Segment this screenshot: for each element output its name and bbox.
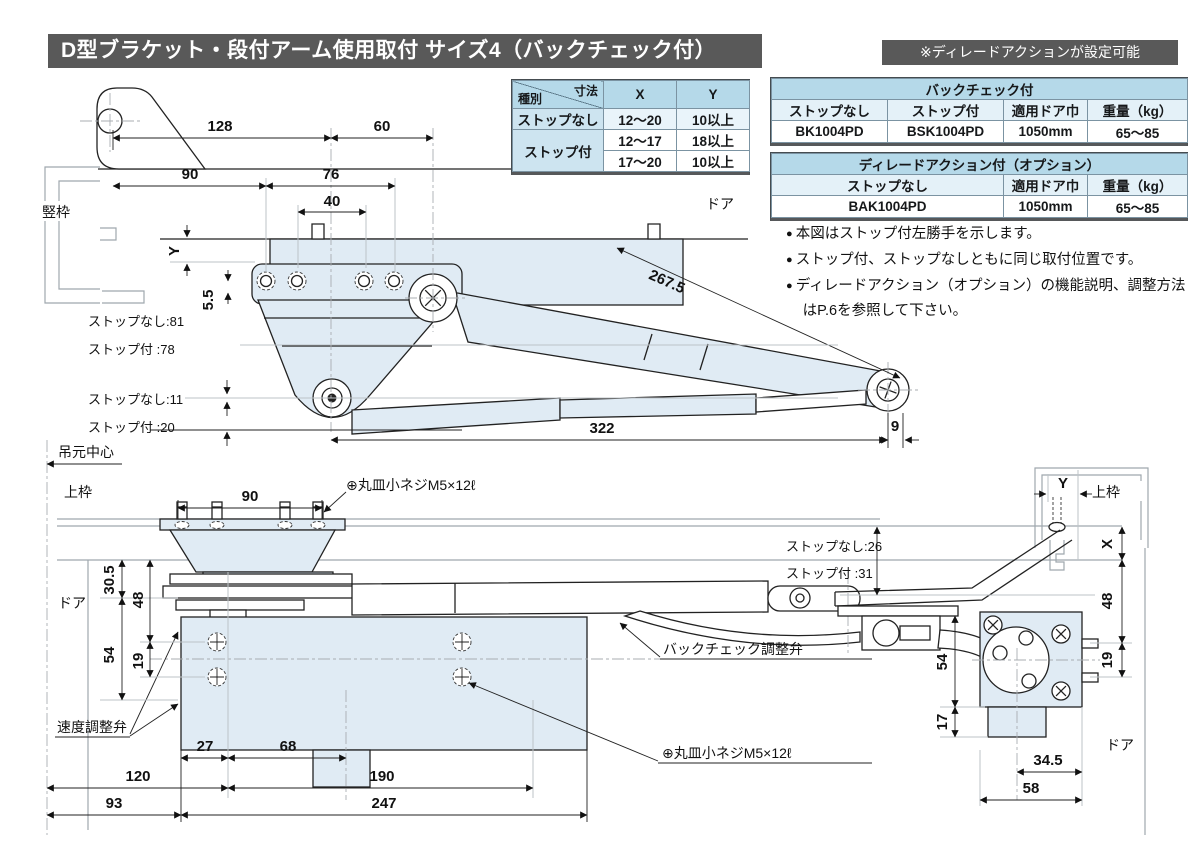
plan-dim-76: 76 [323,166,340,183]
side-dim-48: 48 [1099,593,1116,610]
backcheck-valve-label: バックチェック調整弁 [663,641,803,657]
note-item: ストップ付、ストップなしともに同じ取付位置です。 [786,248,1192,274]
delayed-header: ストップなし [771,174,1004,196]
side-dim-X: X [1099,539,1116,549]
delayed-table-title: ディレードアクション付（オプション） [771,153,1188,175]
side-dim-58: 58 [1023,780,1040,797]
size-row-label: ストップ付 [512,129,604,172]
front-dim-90: 90 [242,488,259,505]
plan-dim-9: 9 [891,418,899,435]
backcheck-table: バックチェック付 ストップなし ストップ付 適用ドア巾 重量（kg） BK100… [770,77,1188,146]
page-title: D型ブラケット・段付アーム使用取付 サイズ4（バックチェック付） [48,34,762,68]
size-cell: 10以上 [676,108,750,130]
hinge-center-label: 吊元中心 [58,444,114,460]
backcheck-value: BSK1004PD [887,120,1004,143]
size-cell: 18以上 [676,129,750,151]
side-dim-34-5: 34.5 [1033,752,1062,769]
plan-stop-with-mid: ストップ付 :20 [88,420,175,435]
note-item: 本図はストップ付左勝手を示します。 [786,222,1192,248]
front-frame-label: 上枠 [64,484,92,500]
plan-dim-40: 40 [324,193,341,210]
front-dim-120: 120 [125,768,150,785]
front-screw-label-top: ⊕丸皿小ネジM5×12ℓ [346,477,476,493]
front-dim-68: 68 [280,738,297,755]
plan-dim-128: 128 [207,118,232,135]
size-table-corner-top: 寸法 [573,84,598,98]
size-table: 寸法 種別 X Y ストップなし 12〜20 10以上 ストップ付 12〜17 … [511,79,750,175]
backcheck-header: ストップ付 [887,99,1004,121]
side-dim-19: 19 [1099,652,1116,669]
front-dim-30-5: 30.5 [101,565,118,594]
delayed-header: 重量（kg） [1087,174,1188,196]
delayed-action-table: ディレードアクション付（オプション） ストップなし 適用ドア巾 重量（kg） B… [770,152,1188,221]
front-screw-label-bottom: ⊕丸皿小ネジM5×12ℓ [662,745,792,761]
size-cell: 17〜20 [603,150,677,172]
front-door-label: ドア [58,595,86,611]
backcheck-value: 65〜85 [1087,120,1188,143]
side-dim-54: 54 [934,653,951,670]
header-note: ※ディレードアクションが設定可能 [882,40,1178,65]
front-dim-48: 48 [130,592,147,609]
size-row-label: ストップなし [512,108,604,130]
plan-dim-Y: Y [166,246,183,256]
front-dim-190: 190 [369,768,394,785]
plan-stop-none-mid: ストップなし:11 [88,392,183,407]
side-door-label: ドア [1106,737,1134,753]
front-view-drawing: 上枠 ドア 90 ⊕丸皿小ネジM5×12ℓ [46,477,1122,830]
size-cell: 12〜17 [603,129,677,151]
delayed-value: 1050mm [1003,195,1088,218]
plan-dim-90: 90 [182,166,199,183]
front-dim-247: 247 [371,795,396,812]
side-dim-17: 17 [934,714,951,731]
front-dim-27: 27 [197,738,214,755]
front-dim-19: 19 [130,653,147,670]
side-frame-label: 上枠 [1092,484,1120,500]
plan-door-label: ドア [706,196,734,212]
delayed-header: 適用ドア巾 [1003,174,1088,196]
front-dim-93: 93 [106,795,123,812]
side-view-drawing: 上枠 ドア Y ストップなし:26 ストップ付 :31 [786,467,1149,835]
backcheck-header: 重量（kg） [1087,99,1188,121]
size-table-corner: 寸法 種別 [512,80,604,109]
plan-frame-label: 竪枠 [42,204,70,220]
speed-valve-label: 速度調整弁 [57,719,127,735]
plan-stop-with-top: ストップ付 :78 [88,342,175,357]
size-cell: 10以上 [676,150,750,172]
side-stop-with: ストップ付 :31 [786,566,873,581]
notes-list: 本図はストップ付左勝手を示します。 ストップ付、ストップなしともに同じ取付位置で… [786,222,1192,325]
size-table-col-y: Y [676,80,750,109]
size-table-col-x: X [603,80,677,109]
backcheck-value: BK1004PD [771,120,888,143]
backcheck-header: ストップなし [771,99,888,121]
side-stop-none: ストップなし:26 [786,539,882,554]
backcheck-header: 適用ドア巾 [1003,99,1088,121]
plan-dim-5-5: 5.5 [200,290,217,311]
plan-dim-322: 322 [589,420,614,437]
backcheck-table-title: バックチェック付 [771,78,1188,100]
side-dim-Y: Y [1058,475,1068,492]
size-table-corner-bottom: 種別 [518,92,543,106]
backcheck-value: 1050mm [1003,120,1088,143]
delayed-value: 65〜85 [1087,195,1188,218]
plan-stop-none-top: ストップなし:81 [88,314,184,329]
plan-dim-60: 60 [374,118,391,135]
size-cell: 12〜20 [603,108,677,130]
note-item: ディレードアクション（オプション）の機能説明、調整方法はP.6を参照して下さい。 [786,274,1192,326]
plan-view-drawing: 竪枠 ドア [40,87,919,835]
front-dim-54: 54 [101,646,118,663]
delayed-value: BAK1004PD [771,195,1004,218]
